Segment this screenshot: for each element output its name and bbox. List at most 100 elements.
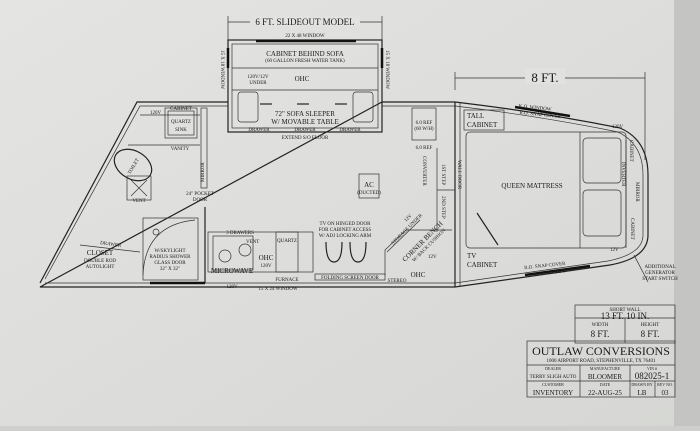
label-vent: VENT: [132, 199, 145, 204]
label-drawer-3: DRAWER: [339, 128, 361, 133]
label-tv-hinged-door: TV ON HINGED DOOR: [320, 222, 372, 227]
label-pocket-door: 24" POCKET: [186, 192, 214, 197]
label-window-15x18-left: 15 X 18 WINDOW: [219, 50, 224, 89]
rev-value: 03: [662, 389, 670, 397]
label-kitchen-120v: 120V: [260, 264, 272, 269]
label-locking-arm: W/ ADJ LOCKING ARM: [319, 234, 372, 239]
label-ref-size: (60 W/H): [414, 127, 434, 132]
date-label: DATE: [600, 382, 611, 387]
label-drawer-2: DRAWER: [294, 128, 316, 133]
label-bench-12v: 12V: [404, 214, 414, 224]
label-drawer-1: DRAWER: [248, 128, 270, 133]
label-ref-top: 6.0 REF: [416, 121, 433, 126]
label-kitchen-vent: VENT: [246, 240, 259, 245]
label-double-rod: DOUBLE ROD: [84, 259, 116, 264]
label-microwave: MICROWAVE: [211, 267, 253, 275]
label-6-ref: 6.0 REF: [416, 146, 433, 151]
label-inverter: INVERTER: [620, 162, 625, 187]
dealer-value: TERRY SLIGH AUTO: [530, 375, 577, 380]
label-ro-snap-cover-top: R.O. SNAP COVER: [519, 111, 561, 120]
company-name: OUTLAW CONVERSIONS: [532, 344, 670, 358]
label-tv-cabinet: CABINET: [467, 261, 498, 269]
label-window-15x24: 15 X 24 WINDOW: [258, 287, 297, 292]
company-address: 1000 AIRPORT ROAD, STEPHENVILLE, TX 7640…: [546, 359, 656, 364]
label-cabinet-access: FOR CABINET ACCESS: [319, 228, 372, 233]
label-quartz-sink: QUARTZ: [171, 120, 191, 125]
customer-value: INVENTORY: [533, 389, 573, 397]
vin-label: VIN #: [647, 366, 657, 371]
nose-width: 8 FT.: [531, 70, 558, 85]
short-wall-value: 13 FT. 10 IN.: [601, 311, 650, 321]
width-label: WIDTH: [592, 323, 609, 328]
label-ro-snap-cover-bottom: R.O. SNAP COVER: [524, 262, 566, 271]
label-2nd-step: 2ND STEP: [440, 196, 445, 219]
label-bedroom-120v: 120V: [612, 125, 624, 130]
label-generator: GENERATOR: [645, 271, 675, 276]
label-furnace: FURNACE: [275, 278, 298, 283]
label-1st-step: 1ST STEP: [440, 164, 445, 185]
label-fresh-water-tank: (60 GALLON FRESH WATER TANK): [265, 59, 345, 64]
label-cabinet: CABINET: [170, 107, 192, 112]
kitchen-living: 3 DRAWERS VENT MICROWAVE OHC 120V QUARTZ…: [207, 107, 455, 292]
date-value: 22-AUG-25: [588, 389, 622, 397]
label-skylight: W/SKYLIGHT: [154, 249, 185, 254]
drawn-by-value: LB: [638, 389, 647, 397]
label-converter: CONVERTER: [421, 156, 426, 186]
slideout-title: 6 FT. SLIDEOUT MODEL: [255, 17, 354, 27]
label-120v: 120V: [150, 111, 162, 116]
label-ac: AC: [364, 181, 374, 189]
label-ohc: OHC: [295, 75, 310, 83]
label-bedroom-mirror: MIRROR: [634, 182, 639, 202]
label-additional: ADDITIONAL: [644, 265, 675, 270]
label-120v-outlet: 120V: [226, 285, 238, 290]
trailer-walls: [39, 39, 649, 288]
bathroom: CABINET 120V QUARTZ SINK VANITY TOILET V…: [79, 107, 214, 283]
label-under: UNDER: [249, 81, 267, 86]
dealer-label: DEALER: [545, 366, 561, 371]
label-start-switch: START SWITCH: [642, 277, 678, 282]
label-glass-door: GLASS DOOR: [154, 261, 186, 266]
label-ko-window-bottom: K.O. WINDOW: [533, 269, 566, 277]
short-wall-label: SHORT WALL: [609, 308, 640, 313]
label-extend-floor: EXTEND S/O FLOOR: [282, 136, 329, 141]
label-tv: TV: [467, 252, 476, 260]
customer-label: CUSTOMER: [542, 382, 564, 387]
drawn-by-label: DRAWN BY: [631, 382, 652, 387]
title-block: SHORT WALL 13 FT. 10 IN. WIDTH 8 FT. HEI…: [526, 304, 676, 398]
label-sink: SINK: [175, 128, 187, 133]
label-cabinet-behind-sofa: CABINET BEHIND SOFA: [266, 50, 344, 58]
label-folding-screen-door: FOLDING SCREEN DOOR: [321, 276, 379, 281]
label-vanity: VANITY: [171, 147, 190, 152]
label-ducted: (DUCTED): [357, 191, 381, 196]
label-tall-cabinet: CABINET: [467, 121, 498, 129]
manufacturer-value: BLOOMER: [588, 373, 623, 381]
label-radius-shower: RADIUS SHOWER: [150, 255, 192, 260]
label-120v-12v: 120V/12V: [247, 75, 269, 80]
label-queen-mattress: QUEEN MATTRESS: [501, 182, 562, 190]
label-12v: 12V: [428, 255, 437, 260]
label-shower-size: 32" X 32": [160, 267, 180, 272]
label-bench-ohc: OHC: [411, 271, 426, 279]
height-label: HEIGHT: [641, 323, 660, 328]
label-stereo: STEREO: [388, 279, 407, 284]
vin-value: 082025-1: [635, 371, 670, 381]
label-window-15x18-right: 15 X 18 WINDOW: [384, 50, 389, 89]
rev-label: REV NO.: [657, 382, 673, 387]
label-cabinet-right-1: CABINET: [628, 140, 633, 162]
label-wall-door: WALL DOOR: [456, 160, 461, 190]
slideout-dimension: 6 FT. SLIDEOUT MODEL: [227, 16, 383, 40]
label-3-drawers: 3 DRAWERS: [226, 231, 254, 236]
label-door: DOOR: [193, 198, 208, 203]
label-kitchen-ohc: OHC: [259, 254, 274, 262]
label-drawer: DRAWER: [100, 241, 122, 249]
label-movable-table: W/ MOVABLE TABLE: [271, 118, 339, 126]
label-cabinet-right-2: CABINET: [629, 218, 634, 240]
label-window-22x48: 22 X 48 WINDOW: [285, 34, 324, 39]
label-ko-window-top: K.O. WINDOW: [518, 104, 551, 112]
width-value: 8 FT.: [591, 329, 610, 339]
bedroom: K.O. WINDOW R.O. SNAP COVER TALL CABINET…: [456, 104, 678, 283]
label-tall: TALL: [467, 112, 484, 120]
manufacturer-label: MANUFACTURE: [590, 366, 621, 371]
